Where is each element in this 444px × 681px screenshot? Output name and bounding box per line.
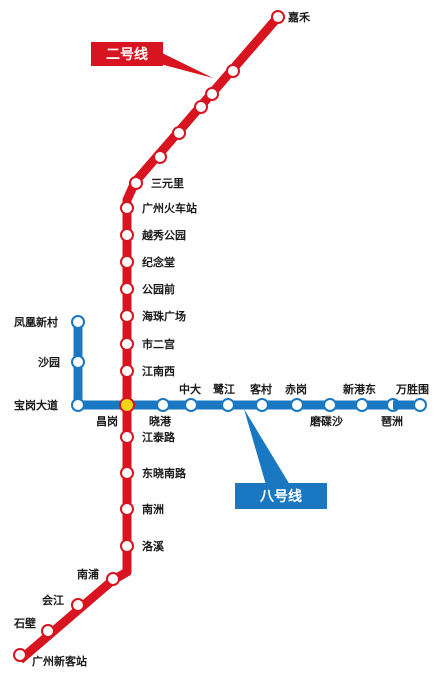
svg-text:客村: 客村	[249, 382, 272, 396]
svg-text:三元里: 三元里	[151, 177, 184, 190]
station-marker[interactable]	[194, 100, 208, 114]
svg-text:新港东: 新港东	[343, 382, 376, 396]
station-wanshengwei[interactable]: 万胜围	[395, 382, 429, 412]
svg-text:江南西: 江南西	[142, 364, 175, 378]
svg-text:昌岗: 昌岗	[96, 414, 118, 428]
station-haizhu-square[interactable]: 海珠广场	[120, 309, 186, 323]
station-xiaogang[interactable]: 晓港	[149, 398, 172, 428]
svg-text:洛溪: 洛溪	[142, 539, 165, 553]
svg-text:越秀公园: 越秀公园	[141, 228, 186, 242]
svg-text:南浦: 南浦	[77, 567, 99, 581]
station-luoxi[interactable]: 洛溪	[120, 539, 165, 553]
station-marker[interactable]	[205, 87, 219, 101]
station-huijiang[interactable]: 会江	[42, 593, 85, 612]
line-8-callout-pointer	[244, 409, 290, 485]
station-kecun[interactable]: 客村	[249, 382, 272, 412]
svg-text:南洲: 南洲	[142, 502, 164, 516]
svg-text:鹭江: 鹭江	[213, 382, 235, 396]
station-shiergong[interactable]: 市二宫	[120, 337, 175, 351]
station-mocasha[interactable]: 磨碟沙	[309, 398, 343, 428]
svg-text:嘉禾: 嘉禾	[287, 10, 311, 24]
station-sanyuanli[interactable]: 三元里	[129, 176, 184, 190]
station-jiniantang[interactable]: 纪念堂	[120, 255, 175, 269]
station-changgang[interactable]: 昌岗	[96, 397, 135, 428]
station-xingangdong[interactable]: 新港东	[343, 382, 376, 412]
svg-text:中大: 中大	[179, 382, 201, 396]
station-lujiang[interactable]: 鹭江	[213, 382, 235, 412]
svg-text:琶洲: 琶洲	[381, 415, 403, 428]
svg-text:晓港: 晓港	[149, 414, 172, 428]
station-marker[interactable]	[153, 150, 167, 164]
svg-text:沙园: 沙园	[38, 356, 60, 369]
line-2-name: 二号线	[106, 46, 148, 63]
station-shibi[interactable]: 石壁	[13, 616, 55, 638]
svg-text:赤岗: 赤岗	[285, 382, 307, 396]
station-jiangnanxi[interactable]: 江南西	[120, 364, 175, 378]
station-marker[interactable]	[172, 126, 186, 140]
station-fenghuang-xincun[interactable]: 凤凰新村	[14, 315, 85, 329]
station-guangzhou-railway[interactable]: 广州火车站	[120, 201, 197, 215]
line-2-callout-pointer	[160, 52, 213, 78]
station-jiangtailu[interactable]: 江泰路	[120, 430, 176, 444]
station-chigang[interactable]: 赤岗	[285, 382, 307, 412]
station-guangzhou-south[interactable]: 广州新客站	[13, 648, 87, 668]
station-nanzhou[interactable]: 南洲	[120, 502, 164, 516]
svg-text:市二宫: 市二宫	[142, 337, 175, 351]
svg-text:纪念堂: 纪念堂	[142, 255, 175, 269]
svg-text:广州火车站: 广州火车站	[142, 201, 197, 215]
line-2-callout	[91, 42, 163, 66]
station-zhongda[interactable]: 中大	[179, 382, 201, 412]
svg-text:万胜围: 万胜围	[395, 382, 429, 396]
station-dongxiaonanlu[interactable]: 东晓南路	[120, 466, 187, 480]
svg-text:东晓南路: 东晓南路	[142, 466, 187, 480]
station-yuexiu-park[interactable]: 越秀公园	[120, 228, 186, 242]
svg-text:凤凰新村: 凤凰新村	[14, 315, 58, 329]
station-baogang-dadao[interactable]: 宝岗大道	[14, 398, 85, 412]
station-gongyuanqian[interactable]: 公园前	[120, 282, 175, 296]
svg-text:江泰路: 江泰路	[142, 430, 176, 444]
svg-text:会江: 会江	[42, 593, 64, 607]
svg-text:广州新客站: 广州新客站	[32, 654, 87, 668]
svg-text:石壁: 石壁	[13, 616, 36, 630]
line-8-callout	[235, 483, 327, 509]
svg-text:海珠广场: 海珠广场	[142, 309, 186, 323]
station-nanpu[interactable]: 南浦	[77, 567, 120, 586]
svg-text:宝岗大道: 宝岗大道	[14, 398, 58, 412]
station-shayuan[interactable]: 沙园	[38, 355, 85, 369]
line-8-name: 八号线	[259, 488, 302, 505]
station-marker[interactable]	[226, 64, 240, 78]
svg-text:公园前: 公园前	[142, 282, 175, 296]
line-2-unlabeled-stations	[153, 64, 240, 164]
station-jiahe[interactable]: 嘉禾	[271, 10, 311, 24]
svg-text:磨碟沙: 磨碟沙	[309, 414, 343, 428]
